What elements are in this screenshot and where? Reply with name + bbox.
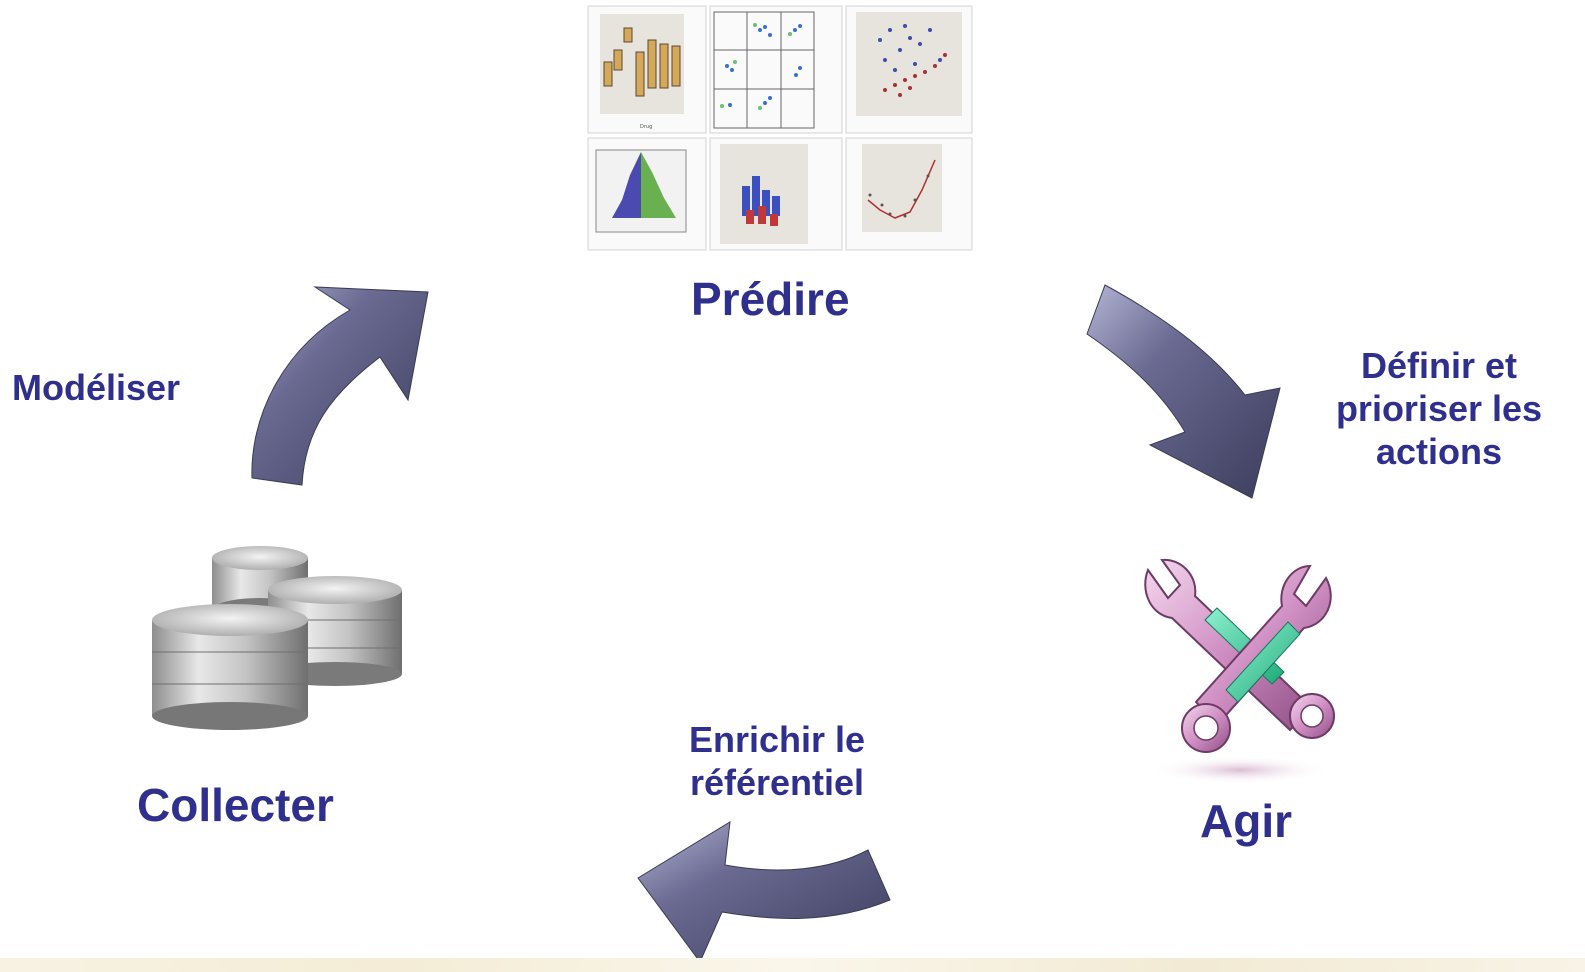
step-label-definir-line1: Définir et (1360, 345, 1518, 386)
step-label-modeliser: Modéliser (12, 367, 181, 408)
chart-grid-icon: Drug (587, 5, 973, 251)
wrench-right (1181, 564, 1332, 753)
wrench-left (1144, 558, 1335, 739)
stage-label-collecter: Collecter (137, 779, 334, 831)
stage-label-agir: Agir (1200, 795, 1292, 847)
arrow-modeliser-icon (251, 286, 429, 486)
step-label-definir-line2: prioriser les (1335, 388, 1543, 430)
step-label-definir-line3: actions (1375, 431, 1503, 473)
arrow-enrichir-icon (637, 821, 891, 963)
svg-text:Drug: Drug (640, 124, 652, 130)
population-pyramid-thumbnail (587, 137, 707, 251)
crossed-wrenches-icon (1144, 558, 1335, 784)
scatter-matrix-thumbnail (709, 5, 843, 134)
step-label-enrichir-line1: Enrichir le (688, 719, 866, 760)
step-label-enrichir-line2: référentiel (689, 762, 865, 804)
step-label-definir: Définir et prioriser les actions (1312, 344, 1566, 474)
scatter-plot-thumbnail (845, 5, 973, 134)
arrow-definir-icon (1086, 284, 1281, 499)
line-plot-thumbnail (845, 137, 973, 251)
step-label-enrichir: Enrichir le référentiel (652, 718, 902, 804)
bottom-decor-strip (0, 958, 1585, 972)
boxplot-thumbnail: Drug (587, 5, 707, 134)
database-stack-icon (152, 546, 402, 730)
stage-label-predire: Prédire (691, 273, 850, 325)
database-front (152, 604, 308, 730)
histogram-3d-thumbnail (709, 137, 843, 251)
